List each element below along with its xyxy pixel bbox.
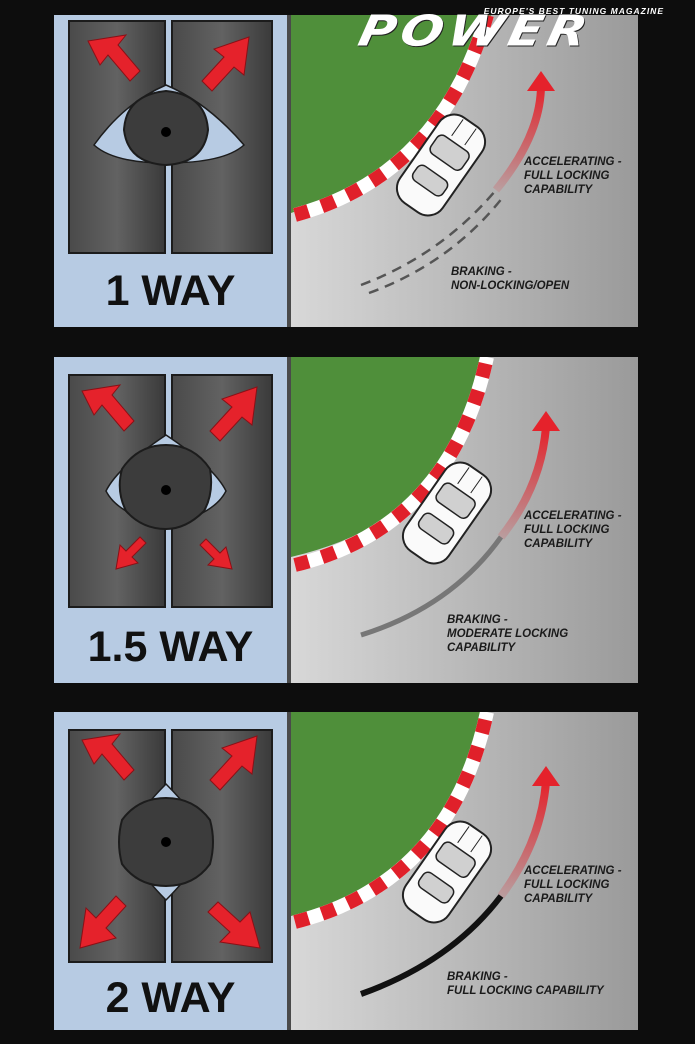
accelerating-note: ACCELERATING - FULL LOCKING CAPABILITY — [524, 156, 622, 196]
braking-path-moderate — [360, 535, 504, 638]
kerb-red — [293, 357, 494, 572]
accel-arrow-left — [87, 34, 141, 82]
kerb-red — [293, 712, 494, 929]
diff-illustration-1-way — [68, 20, 273, 254]
accel-arrow-left — [81, 384, 135, 432]
power-logo: EUROPE'S BEST TUNING MAGAZINE POWER — [354, 4, 680, 64]
accel-arrowhead — [532, 411, 560, 431]
grass-infield — [291, 15, 491, 213]
brake-arrow-right — [207, 901, 261, 949]
track-illustration-2-way — [291, 712, 638, 1030]
accel-arrow-right — [209, 386, 258, 442]
accel-arrow-left — [81, 733, 135, 781]
track-diagram-1-way: ACCELERATING - FULL LOCKING CAPABILITY B… — [291, 15, 638, 327]
kerb-red — [293, 15, 494, 222]
accel-path-arrow — [492, 84, 545, 193]
panel-label: 2 WAY — [105, 974, 236, 1022]
braking-note: BRAKING - NON-LOCKING/OPEN — [451, 266, 570, 292]
pinion-center — [161, 837, 171, 847]
accel-arrow-right — [209, 735, 258, 791]
braking-note: BRAKING - FULL LOCKING CAPABILITY — [447, 971, 604, 997]
braking-path-full — [359, 894, 504, 997]
track-diagram-2-way: ACCELERATING - FULL LOCKING CAPABILITY B… — [291, 712, 638, 1030]
accel-path-arrow — [497, 426, 550, 540]
car-icon — [395, 113, 487, 217]
accel-path-arrow — [497, 781, 550, 899]
pinion-center — [161, 127, 171, 137]
grass-infield — [291, 357, 487, 557]
track-diagram-1-5-way: ACCELERATING - FULL LOCKING CAPABILITY B… — [291, 357, 638, 683]
diff-diagram-2-way: 2 WAY — [54, 712, 287, 1030]
diff-illustration-2-way — [68, 729, 273, 963]
diff-diagram-1-way: 1 WAY — [54, 15, 287, 327]
panel-label: 1.5 WAY — [87, 623, 254, 671]
diff-diagram-1-5-way: 1.5 WAY — [54, 357, 287, 683]
brake-arrow-left — [115, 536, 147, 570]
accelerating-note: ACCELERATING - FULL LOCKING CAPABILITY — [524, 865, 622, 905]
grass-infield — [291, 712, 487, 916]
accel-arrow-right — [201, 36, 250, 92]
brake-arrow-left — [79, 895, 127, 949]
panel-1-way: 1 WAY — [54, 15, 638, 327]
accelerating-note: ACCELERATING - FULL LOCKING CAPABILITY — [524, 510, 622, 550]
panel-2-way: 2 WAY ACCELERATING - FULL LOCKING CAPABI… — [54, 712, 638, 1030]
braking-path-open-2 — [368, 196, 504, 295]
track-illustration-1-way — [291, 15, 638, 327]
car-icon — [401, 820, 493, 924]
logo-wordmark: POWER — [354, 6, 597, 56]
braking-note: BRAKING - MODERATE LOCKING CAPABILITY — [447, 614, 569, 654]
logo-tagline: EUROPE'S BEST TUNING MAGAZINE — [483, 6, 664, 16]
diff-illustration-1-5-way — [68, 374, 273, 608]
brake-arrow-right — [199, 538, 233, 570]
panel-label: 1 WAY — [105, 267, 236, 315]
car-icon — [401, 461, 493, 565]
accel-arrowhead — [527, 71, 555, 91]
panel-1-5-way: 1.5 WAY ACCELERATING - FULL LOCKING CAPA… — [54, 357, 638, 683]
track-illustration-1-5-way — [291, 357, 638, 683]
braking-path-open — [360, 189, 497, 287]
accel-arrowhead — [532, 766, 560, 786]
pinion-center — [161, 485, 171, 495]
